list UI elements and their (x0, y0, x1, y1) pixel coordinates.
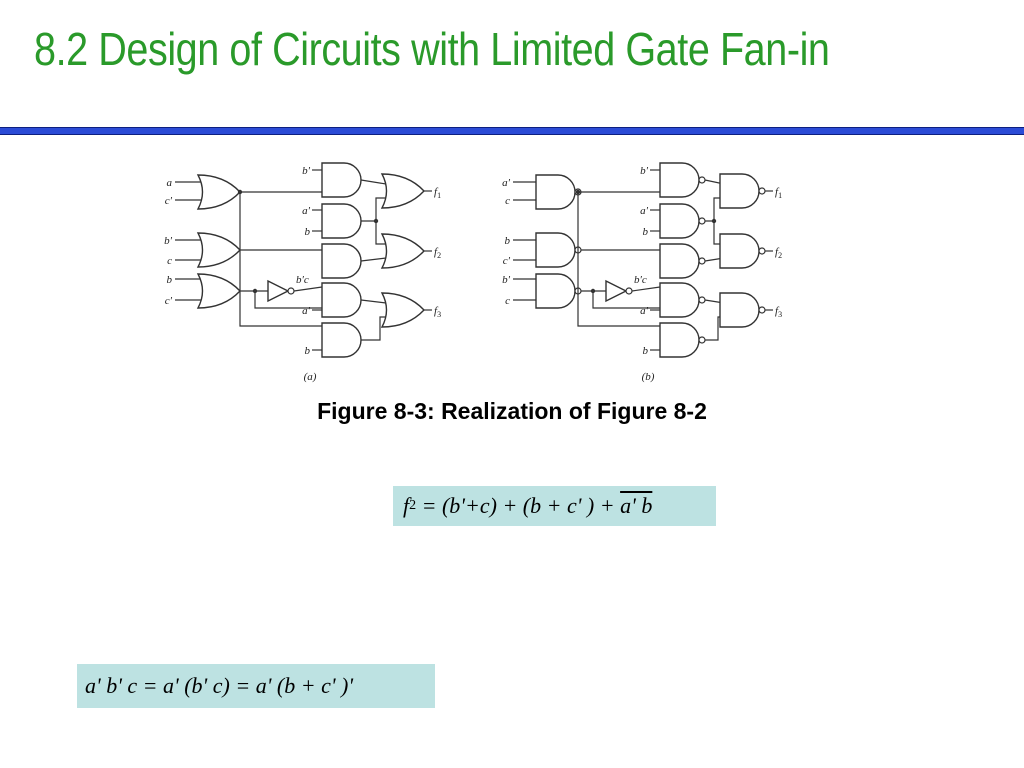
input-label: c (505, 195, 510, 207)
nand-gate (659, 243, 700, 279)
nand-gate (659, 322, 700, 358)
and-gate (321, 162, 362, 198)
input-label: c (505, 295, 510, 307)
equation-f2-rhs: = (b'+c) + (b + c' ) + (416, 493, 621, 518)
equation-f2-overline-term: a' b (620, 493, 653, 518)
equation-f2-subscript: 2 (409, 498, 417, 513)
wire (360, 179, 387, 185)
input-label: b′ (502, 274, 511, 286)
equation-f2-lhs: f (403, 493, 410, 518)
and-gate (321, 322, 362, 358)
junction-dot (575, 189, 581, 195)
wire (361, 316, 386, 341)
equation-abc: a' b' c = a' (b' c) = a' (b + c' )' (77, 664, 435, 708)
output-label: f2 (434, 246, 441, 260)
or-gate (196, 273, 241, 309)
nand-gate (659, 162, 700, 198)
or-gate (380, 233, 425, 269)
title-divider (0, 127, 1024, 135)
wire (592, 291, 660, 309)
input-label: b′ (164, 235, 173, 247)
inversion-bubble (698, 176, 706, 184)
nand-gate (719, 292, 760, 328)
input-label: c′ (165, 295, 173, 307)
gate-input-label: b′ (640, 165, 649, 177)
inversion-bubble (698, 336, 706, 344)
or-gate (380, 173, 425, 209)
or-gate (196, 232, 241, 268)
input-label: c′ (165, 195, 173, 207)
gate-input-label: a′ (640, 305, 649, 317)
nand-gate (719, 173, 760, 209)
slide-title: 8.2 Design of Circuits with Limited Gate… (34, 23, 830, 75)
and-gate (321, 243, 362, 279)
inversion-bubble (758, 306, 766, 314)
and-gate (321, 203, 362, 239)
figure-caption: Figure 8-3: Realization of Figure 8-2 (317, 398, 707, 424)
wire (293, 286, 323, 292)
inversion-bubble (758, 187, 766, 195)
input-label: a′ (502, 177, 511, 189)
wire (361, 197, 386, 222)
inversion-bubble (698, 296, 706, 304)
panel-label: (a) (304, 371, 317, 383)
inversion-bubble (625, 287, 633, 295)
inverter-gate (605, 279, 628, 303)
wire (375, 221, 386, 245)
equation-f2: f 2 = (b'+c) + (b + c' ) + a' b (393, 486, 716, 526)
gate-input-label: b (643, 345, 649, 357)
gate-input-label: a′ (302, 305, 311, 317)
gate-input-label: b (305, 345, 311, 357)
wire (705, 197, 724, 222)
inversion-bubble (698, 257, 706, 265)
wire (239, 192, 322, 327)
or-gate (380, 292, 425, 328)
inversion-bubble (698, 217, 706, 225)
nand-gate (535, 232, 576, 268)
panel-label: (b) (642, 371, 655, 383)
output-label: f1 (434, 186, 441, 200)
wire (631, 286, 661, 292)
nand-gate (535, 273, 576, 309)
nand-gate (659, 203, 700, 239)
gate-input-label: b′c (296, 274, 309, 286)
input-label: c′ (503, 255, 511, 267)
output-label: f3 (775, 305, 782, 319)
gate-input-label: b′ (302, 165, 311, 177)
gate-input-label: b (305, 226, 311, 238)
gate-input-label: b′c (634, 274, 647, 286)
or-gate (196, 174, 241, 210)
nand-gate (535, 174, 576, 210)
wire (360, 299, 387, 304)
equation-abc-text: a' b' c = a' (b' c) = a' (b + c' )' (85, 673, 354, 698)
gate-input-label: a′ (640, 205, 649, 217)
nand-gate (719, 233, 760, 269)
and-gate (321, 282, 362, 318)
wire (254, 291, 322, 309)
input-label: a (167, 177, 173, 189)
gate-input-label: a′ (302, 205, 311, 217)
nand-gate (659, 282, 700, 318)
wire (360, 257, 387, 262)
output-label: f3 (434, 305, 441, 319)
output-label: f2 (775, 246, 782, 260)
output-label: f1 (775, 186, 782, 200)
gate-input-label: b (643, 226, 649, 238)
inversion-bubble (758, 247, 766, 255)
input-label: b (167, 274, 173, 286)
circuit-diagram: ac′b′cbc′b′cb′a′ba′bf1f2f3(a)a′cbc′b′cb′… (164, 162, 782, 383)
input-label: b (505, 235, 511, 247)
inversion-bubble (287, 287, 295, 295)
inverter-gate (267, 279, 290, 303)
input-label: c (167, 255, 172, 267)
